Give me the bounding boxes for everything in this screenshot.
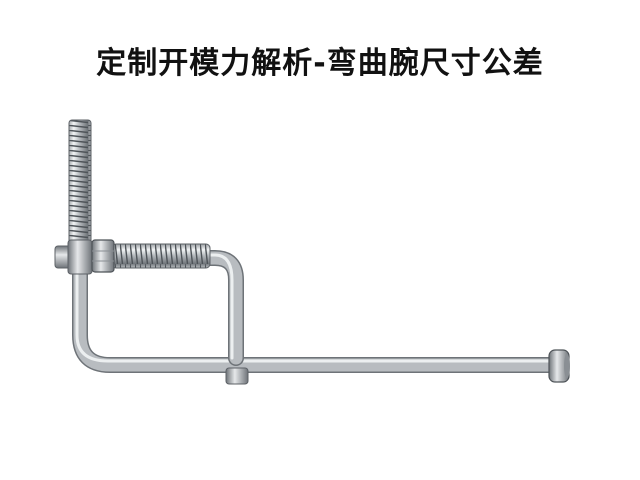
rod-end-cap: [548, 349, 570, 383]
junction-boss: [225, 367, 249, 385]
page-title: 定制开模力解析-弯曲腕尺寸公差: [96, 46, 544, 81]
vertical-thread: [68, 119, 92, 247]
hex-nut: [91, 239, 115, 273]
bent-rod: [72, 262, 563, 373]
upper-loop-rod: [104, 250, 244, 366]
horizontal-thread: [111, 243, 211, 269]
left-collar: [54, 239, 96, 275]
